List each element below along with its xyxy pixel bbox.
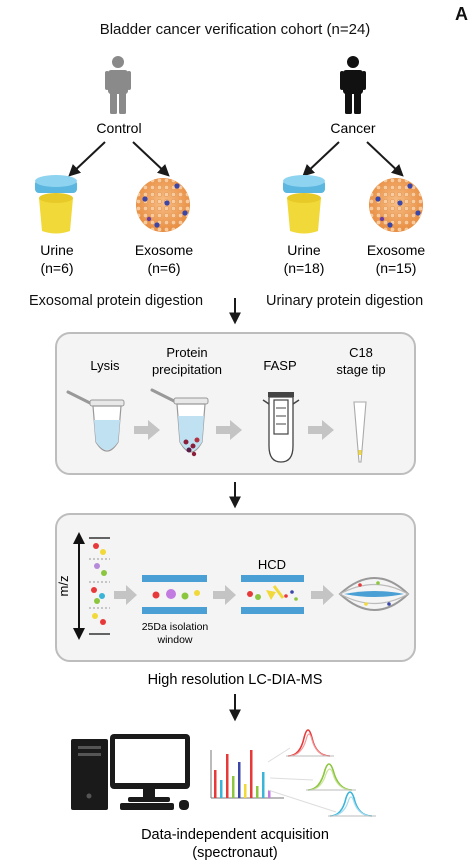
control-exosome-label: Exosome (135, 242, 194, 258)
cancer-exosome-count: (n=15) (376, 260, 417, 276)
fasp-filter-icon (262, 392, 300, 463)
cancer-to-urine-arrow (302, 141, 340, 177)
control-label: Control (96, 120, 141, 136)
exosomal-digestion-label: Exosomal protein digestion (29, 293, 203, 309)
acquisition-label-line1: Data-independent acquisition (141, 827, 329, 843)
spectra-icon (210, 729, 376, 817)
cancer-person-icon (340, 56, 366, 114)
cancer-exosome-label: Exosome (367, 242, 426, 258)
precipitation-tube-icon (150, 388, 209, 457)
step-c18-label-line1: C18 (349, 345, 373, 360)
panel-letter: A (455, 4, 468, 24)
prep-arrow-1 (134, 420, 160, 440)
urine-cup-icon-control (35, 175, 77, 234)
mz-axis (73, 532, 85, 640)
ms-arrow-3 (311, 585, 334, 605)
control-to-exosome-arrow (132, 141, 170, 177)
control-person-icon (105, 56, 131, 114)
urine-cup-icon-cancer (283, 175, 325, 234)
mz-axis-label: m/z (56, 576, 71, 597)
isolation-window-channel (142, 575, 207, 614)
cohort-title: Bladder cancer verification cohort (n=24… (100, 21, 371, 38)
isolation-window-label-line2: window (156, 634, 192, 646)
c18-tip-icon (353, 401, 367, 463)
step-lysis-label: Lysis (90, 358, 120, 373)
step-precipitation-label-line2: precipitation (152, 362, 222, 377)
cancer-label: Cancer (330, 120, 375, 136)
exosome-icon-cancer (369, 178, 423, 232)
cancer-to-exosome-arrow (366, 141, 404, 177)
sample-prep-box (55, 332, 416, 475)
step-precipitation-label-line1: Protein (166, 345, 207, 360)
step-c18-label-line2: stage tip (336, 362, 385, 377)
urinary-digestion-label: Urinary protein digestion (266, 293, 423, 309)
computer-icon (71, 734, 190, 810)
control-to-urine-arrow (68, 141, 106, 177)
ms-arrow-2 (213, 585, 236, 605)
exosome-icon-control (136, 178, 190, 232)
step-fasp-label: FASP (263, 358, 296, 373)
ms-box (55, 513, 416, 662)
prep-arrow-2 (216, 420, 242, 440)
control-exosome-count: (n=6) (147, 260, 180, 276)
control-urine-count: (n=6) (40, 260, 73, 276)
ion-column (89, 537, 110, 635)
isolation-window-label-line1: 25Da isolation (142, 621, 209, 633)
prep-arrow-3 (308, 420, 334, 440)
hcd-label: HCD (258, 557, 286, 572)
ms-arrow-1 (114, 585, 137, 605)
ms-method-label: High resolution LC-DIA-MS (148, 672, 323, 688)
lysis-tube-icon (66, 390, 125, 452)
hcd-channel (241, 575, 304, 614)
acquisition-label-line2: (spectronaut) (192, 845, 277, 861)
cancer-urine-label: Urine (287, 242, 321, 258)
cancer-urine-count: (n=18) (284, 260, 325, 276)
mass-analyzer-icon (338, 577, 410, 611)
control-urine-label: Urine (40, 242, 74, 258)
